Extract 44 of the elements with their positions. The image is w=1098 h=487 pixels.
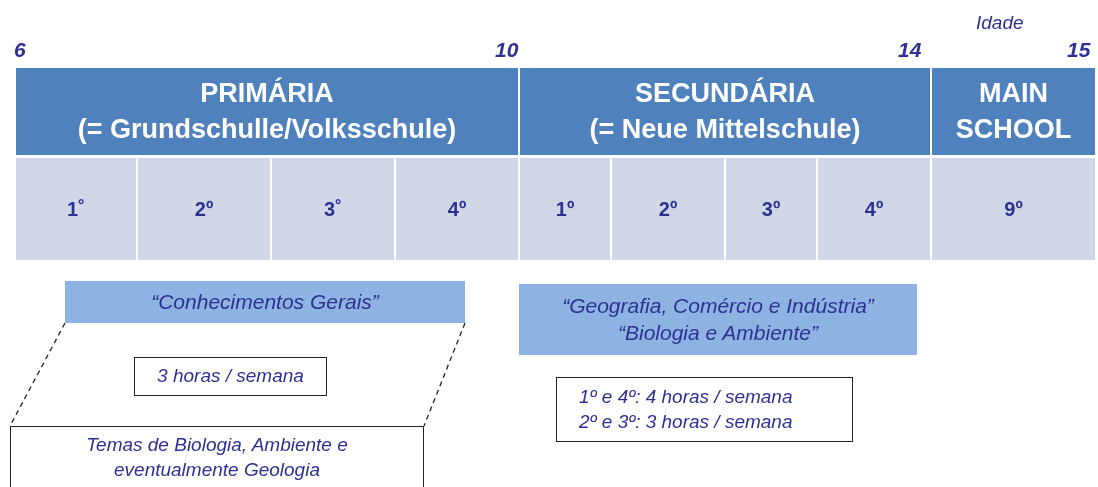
note-text: “Biologia e Ambiente” — [618, 319, 818, 346]
note-box — [556, 377, 853, 442]
age-axis-title: Idade — [976, 12, 1024, 34]
note-box — [134, 357, 327, 396]
grade-cell — [272, 158, 394, 260]
grade-cell — [138, 158, 270, 260]
age-tick: 14 — [898, 38, 922, 62]
dashed-line — [423, 322, 466, 427]
grade-cell — [818, 158, 930, 260]
level-title: SECUNDÁRIA — [635, 76, 815, 111]
level-title: (= Grundschulle/Volksschule) — [77, 112, 457, 146]
grade-label: 1˚ — [67, 197, 85, 221]
note-text: 2º e 3º: 3 horas / semana — [579, 409, 793, 434]
grade-cell — [520, 158, 610, 260]
level-title: MAIN SCHOOL — [954, 77, 1073, 146]
note-text: Temas de Biologia, Ambiente e eventualmente Geologia — [85, 433, 349, 482]
age-tick: 15 — [1067, 38, 1091, 62]
note-box — [10, 426, 424, 487]
subject-box — [65, 281, 465, 323]
grade-cell — [932, 158, 1095, 260]
grade-label: 3º — [761, 197, 781, 221]
subject-box — [519, 284, 917, 355]
grade-label: 9º — [1004, 197, 1023, 221]
grade-label: 2º — [194, 197, 214, 221]
level-header — [16, 68, 518, 155]
grade-cell — [726, 158, 816, 260]
grade-label: 1º — [555, 197, 575, 221]
age-tick: 10 — [495, 38, 519, 62]
grade-label: 4º — [447, 197, 467, 221]
grade-label: 4º — [864, 197, 884, 221]
grade-label: 2º — [658, 197, 678, 221]
grade-label: 3˚ — [324, 197, 342, 221]
level-title: (= Neue Mittelschule) — [589, 112, 861, 146]
grade-cell — [16, 158, 136, 260]
level-header — [520, 68, 930, 155]
grade-cell — [396, 158, 518, 260]
note-text: “Conhecimentos Gerais” — [151, 288, 379, 315]
note-text: “Geografia, Comércio e Indústria” — [562, 293, 874, 320]
level-title: PRIMÁRIA — [200, 76, 334, 111]
note-text: 1º e 4º: 4 horas / semana — [579, 384, 793, 409]
age-tick: 6 — [14, 38, 26, 62]
level-header — [932, 68, 1095, 155]
grade-cell — [612, 158, 724, 260]
note-text: 3 horas / semana — [157, 364, 304, 389]
